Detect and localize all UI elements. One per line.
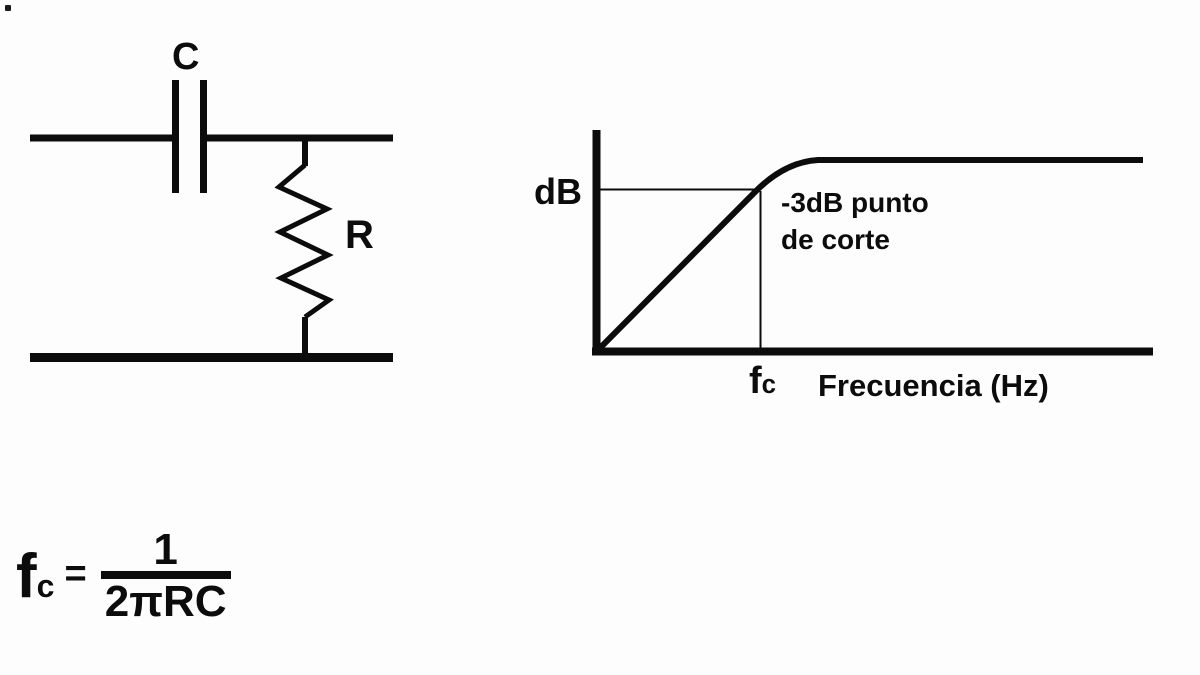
cutoff-annotation-line1: -3dB punto <box>781 187 929 218</box>
x-axis-label: Frecuencia (Hz) <box>818 368 1049 403</box>
frequency-response-graph <box>592 130 1153 356</box>
response-curve <box>595 157 1143 353</box>
cutoff-annotation-line2: de corte <box>781 224 890 255</box>
formula-f-symbol: f <box>16 541 37 611</box>
y-axis-label: dB <box>534 171 582 212</box>
cutoff-tick-f: f <box>749 360 762 402</box>
formula-numerator: 1 <box>153 525 178 574</box>
resistor-zigzag <box>274 163 334 320</box>
cutoff-frequency-tick: fc <box>749 362 776 400</box>
cutoff-frequency-formula: fc = 1 2πRC <box>16 525 231 626</box>
stray-period-mark <box>5 5 11 11</box>
formula-f-subscript: c <box>36 567 55 604</box>
cutoff-annotation: -3dB punto de corte <box>781 184 929 258</box>
formula-equals-sign: = <box>64 553 87 595</box>
fraction-bar <box>100 571 231 579</box>
cutoff-tick-subscript: c <box>761 371 777 399</box>
formula-fraction: 1 2πRC <box>100 525 231 626</box>
resistor-label: R <box>345 213 374 257</box>
formula-denominator: 2πRC <box>104 577 227 626</box>
highpass-rc-circuit <box>30 80 393 362</box>
formula-lhs: fc <box>16 545 55 608</box>
capacitor-label: C <box>172 36 200 78</box>
